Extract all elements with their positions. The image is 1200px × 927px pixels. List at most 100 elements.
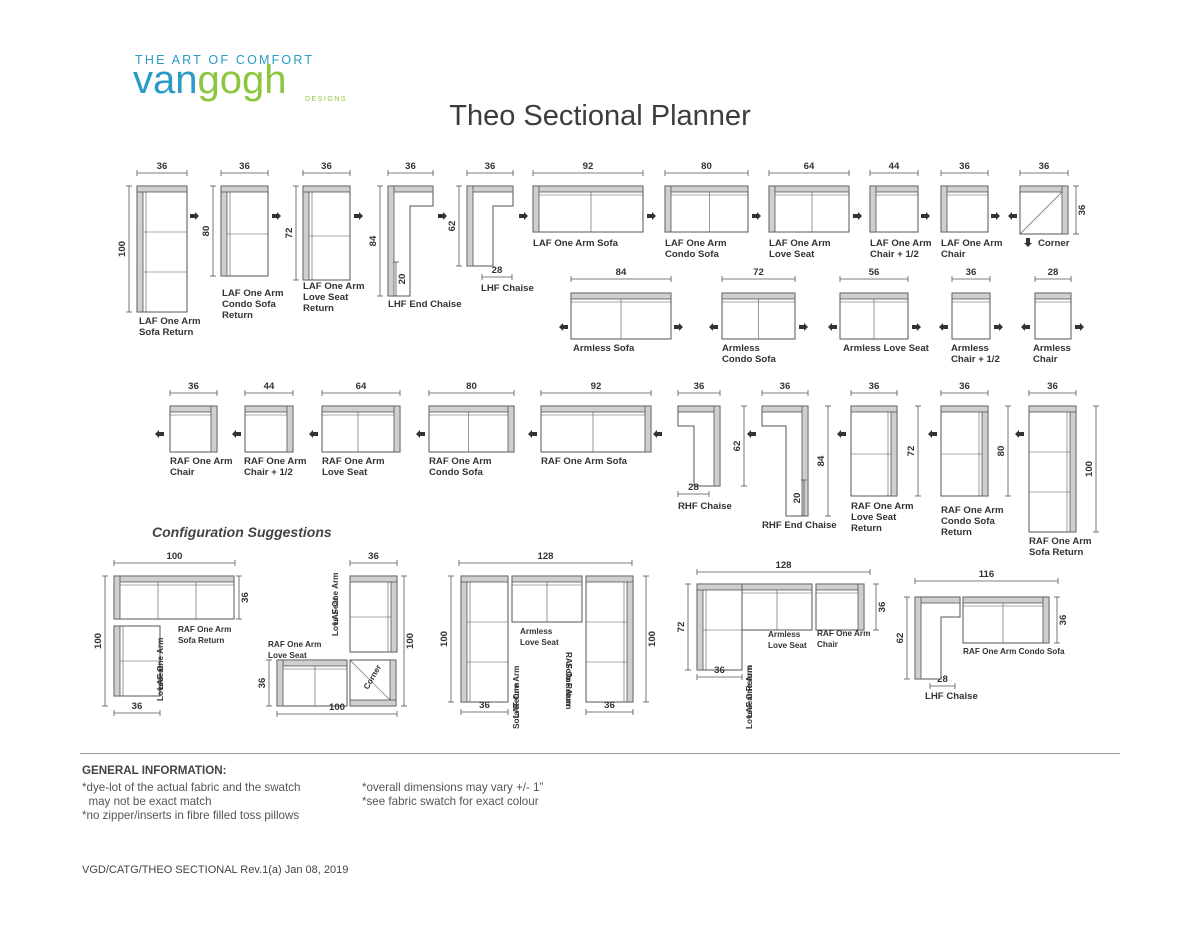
piece-label: Love Seat xyxy=(769,249,815,260)
piece-back xyxy=(428,405,515,413)
piece-arm xyxy=(914,596,922,680)
piece-back xyxy=(387,185,434,193)
arrow-shape xyxy=(1015,430,1024,438)
piece-back xyxy=(914,596,961,604)
arrow-right-icon xyxy=(1075,323,1084,331)
piece-back xyxy=(302,185,310,281)
piece-outline xyxy=(532,185,644,233)
dimension-value: 36 xyxy=(869,381,880,392)
piece-arm xyxy=(1028,405,1077,413)
dimension-value: 72 xyxy=(676,622,687,633)
arrow-down-icon xyxy=(1024,238,1032,247)
piece-arm xyxy=(210,405,218,453)
piece-label: LAF One Arm Sofa xyxy=(533,238,619,249)
piece-outline xyxy=(220,185,269,277)
dimension-value: 72 xyxy=(906,446,917,457)
piece-outline xyxy=(815,583,865,631)
dimension-value: 36 xyxy=(368,551,379,562)
dimension-value: 72 xyxy=(753,267,764,278)
arrow-right-icon xyxy=(912,323,921,331)
dimension-value: 100 xyxy=(329,702,345,713)
piece-back xyxy=(113,625,121,697)
piece-label: LHF Chaise xyxy=(925,691,978,702)
piece-seat-line xyxy=(349,659,391,701)
dimension-value: 84 xyxy=(368,235,379,246)
piece-label: Chair xyxy=(1033,354,1058,365)
sectional-piece-icon xyxy=(466,185,514,267)
arrow-right-icon xyxy=(354,212,363,220)
dimension-value: 56 xyxy=(869,267,880,278)
dimension-value: 84 xyxy=(616,267,627,278)
piece-label: Chair xyxy=(170,467,195,478)
piece-back xyxy=(940,185,989,193)
dimension-value: 44 xyxy=(264,381,275,392)
piece-label: LAF One Arm xyxy=(870,238,931,249)
piece-back xyxy=(244,405,294,413)
piece-arm xyxy=(768,185,776,233)
dimension-value: 100 xyxy=(439,631,450,647)
piece-outline xyxy=(387,185,434,297)
dimension-value: 62 xyxy=(895,633,906,644)
sectional-piece-icon xyxy=(962,596,1050,644)
piece-label: LAF One Arm xyxy=(512,666,521,718)
info-line: may not be exact match xyxy=(82,795,212,808)
dimension-value: 28 xyxy=(688,482,699,493)
dimension-value: 44 xyxy=(889,161,900,172)
dimension-value: 36 xyxy=(1058,615,1069,626)
piece-label: Armless Love Seat xyxy=(843,343,930,354)
piece-label: RAF One Arm xyxy=(268,640,321,649)
dimension-value: 36 xyxy=(257,678,268,689)
piece-back xyxy=(169,405,218,413)
sectional-piece-icon xyxy=(244,405,294,453)
document-reference: VGD/CATG/THEO SECTIONAL Rev.1(a) Jan 08,… xyxy=(82,864,349,876)
arrow-shape xyxy=(272,212,281,220)
piece-back xyxy=(220,185,228,277)
piece-arm xyxy=(286,405,294,453)
piece-arm xyxy=(940,185,948,233)
dimension-value: 36 xyxy=(1047,381,1058,392)
arrow-shape xyxy=(939,323,948,331)
arrow-shape xyxy=(837,430,846,438)
piece-label: LAF One Arm xyxy=(139,316,200,327)
arrow-left-icon xyxy=(828,323,837,331)
piece-back xyxy=(1061,185,1069,235)
sectional-piece-icon xyxy=(768,185,850,233)
arrow-right-icon xyxy=(519,212,528,220)
arrow-right-icon xyxy=(994,323,1003,331)
piece-outline xyxy=(962,596,1050,644)
info-line: *no zipper/inserts in fibre filled toss … xyxy=(82,809,300,822)
arrow-shape xyxy=(1021,323,1030,331)
arrow-left-icon xyxy=(309,430,318,438)
piece-label: LAF One Arm xyxy=(745,666,754,718)
piece-label: LAF One Arm xyxy=(941,238,1002,249)
piece-arm xyxy=(393,405,401,453)
piece-label: Armless xyxy=(951,343,989,354)
arrow-left-icon xyxy=(1015,430,1024,438)
piece-back xyxy=(276,659,348,667)
dimension-value: 36 xyxy=(132,701,143,712)
piece-label: RAF One Arm xyxy=(817,629,870,638)
arrow-shape xyxy=(828,323,837,331)
piece-back xyxy=(981,405,989,497)
sectional-piece-icon xyxy=(741,583,813,631)
arrow-right-icon xyxy=(853,212,862,220)
piece-arm xyxy=(869,185,877,233)
arrow-shape xyxy=(309,430,318,438)
piece-outline xyxy=(1034,292,1072,340)
dimension-value: 28 xyxy=(492,265,503,276)
sectional-piece-icon xyxy=(532,185,644,233)
piece-label: RAF One Arm xyxy=(941,505,1004,516)
sectional-piece-icon xyxy=(839,292,909,340)
dimension-value: 36 xyxy=(959,381,970,392)
arrow-left-icon xyxy=(653,430,662,438)
piece-arm xyxy=(850,405,898,413)
piece-label: Love Seat xyxy=(303,292,349,303)
sectional-piece-icon xyxy=(815,583,865,631)
piece-label: Condo Sofa xyxy=(941,516,995,527)
sectional-piece-icon xyxy=(1028,405,1077,533)
dimension-value: 100 xyxy=(1084,461,1095,477)
dimension-value: 100 xyxy=(93,633,104,649)
piece-label: Corner xyxy=(1038,238,1070,249)
piece-back xyxy=(664,185,749,193)
